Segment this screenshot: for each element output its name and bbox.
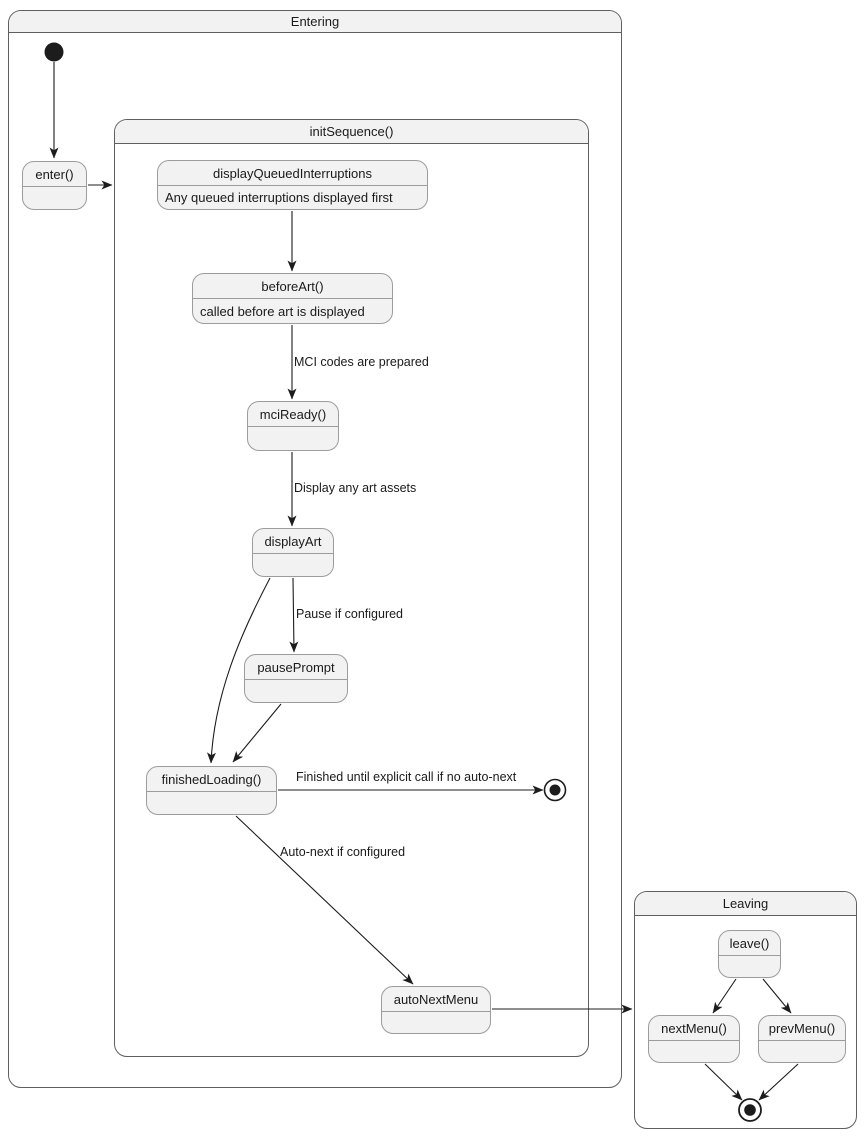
state-mci-ready: mciReady() xyxy=(247,401,339,451)
state-title: autoNextMenu xyxy=(382,987,490,1012)
state-title: nextMenu() xyxy=(649,1016,739,1041)
edge-label-finished-until: Finished until explicit call if no auto-… xyxy=(296,770,517,784)
state-body xyxy=(147,792,276,814)
state-prev-menu: prevMenu() xyxy=(758,1015,846,1063)
state-title: finishedLoading() xyxy=(147,767,276,792)
state-title: prevMenu() xyxy=(759,1016,845,1041)
state-title: enter() xyxy=(23,162,86,187)
state-pause-prompt: pausePrompt xyxy=(244,654,348,703)
state-title: mciReady() xyxy=(248,402,338,427)
container-entering-header: Entering xyxy=(9,11,621,33)
container-init-sequence: initSequence() xyxy=(114,119,589,1057)
state-title: displayArt xyxy=(253,529,333,554)
state-body xyxy=(245,680,347,702)
container-leaving: Leaving xyxy=(634,891,857,1129)
state-body: Any queued interruptions displayed first xyxy=(165,190,393,205)
state-enter: enter() xyxy=(22,161,87,210)
state-body xyxy=(649,1041,739,1062)
edge-label-display-art-assets: Display any art assets xyxy=(294,481,417,495)
state-display-queued-interruptions: displayQueuedInterruptions Any queued in… xyxy=(157,160,428,210)
state-title: pausePrompt xyxy=(245,655,347,680)
container-title: Entering xyxy=(290,14,340,29)
state-body xyxy=(382,1012,490,1033)
edge-label-auto-next-if-configured: Auto-next if configured xyxy=(280,845,406,859)
container-init-sequence-header: initSequence() xyxy=(115,120,588,144)
state-title: beforeArt() xyxy=(193,274,392,299)
state-next-menu: nextMenu() xyxy=(648,1015,740,1063)
state-leave: leave() xyxy=(718,930,781,978)
state-body xyxy=(759,1041,845,1062)
edge-label-pause-if-configured: Pause if configured xyxy=(296,607,404,621)
state-body: called before art is displayed xyxy=(200,303,365,319)
state-finished-loading: finishedLoading() xyxy=(146,766,277,815)
state-auto-next-menu: autoNextMenu xyxy=(381,986,491,1034)
edge-label-mci-codes: MCI codes are prepared xyxy=(294,355,429,369)
state-body xyxy=(248,427,338,450)
state-title: leave() xyxy=(719,931,780,956)
container-title: Leaving xyxy=(722,896,769,911)
container-leaving-header: Leaving xyxy=(635,892,856,916)
state-body xyxy=(253,554,333,576)
state-body xyxy=(23,187,86,209)
state-display-art: displayArt xyxy=(252,528,334,577)
state-before-art: beforeArt() called before art is display… xyxy=(192,273,393,324)
state-title: displayQueuedInterruptions xyxy=(158,161,427,186)
state-body xyxy=(719,956,780,977)
container-title: initSequence() xyxy=(309,124,394,139)
